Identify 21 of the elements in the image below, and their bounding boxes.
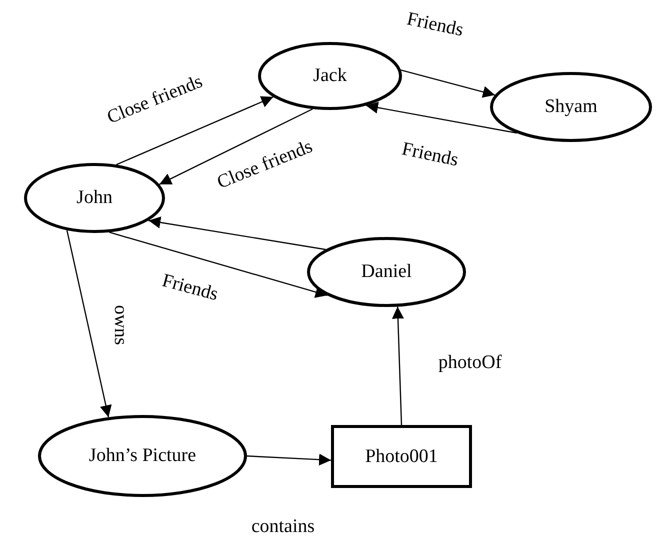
node-label: Photo001: [365, 444, 438, 468]
node-label: Daniel: [361, 260, 412, 284]
arrow: [148, 216, 326, 250]
arrow: [116, 96, 274, 166]
ellipse-node: [24, 163, 165, 233]
node-label: Jack: [313, 64, 347, 88]
ellipse-node: [490, 72, 652, 142]
arrow: [366, 102, 517, 134]
arrow: [400, 70, 496, 98]
arrow: [159, 108, 313, 185]
arrow: [392, 306, 404, 426]
arrow: [246, 454, 332, 466]
node-label: John: [76, 186, 112, 210]
node-label: John’s Picture: [88, 444, 196, 468]
ellipse-node: [258, 42, 402, 110]
rect-node: [331, 425, 472, 488]
ellipse-node: [38, 415, 247, 497]
arrow: [66, 230, 112, 418]
ellipse-node: [307, 237, 466, 307]
node-label: Shyam: [544, 95, 598, 119]
arrow: [109, 232, 328, 298]
